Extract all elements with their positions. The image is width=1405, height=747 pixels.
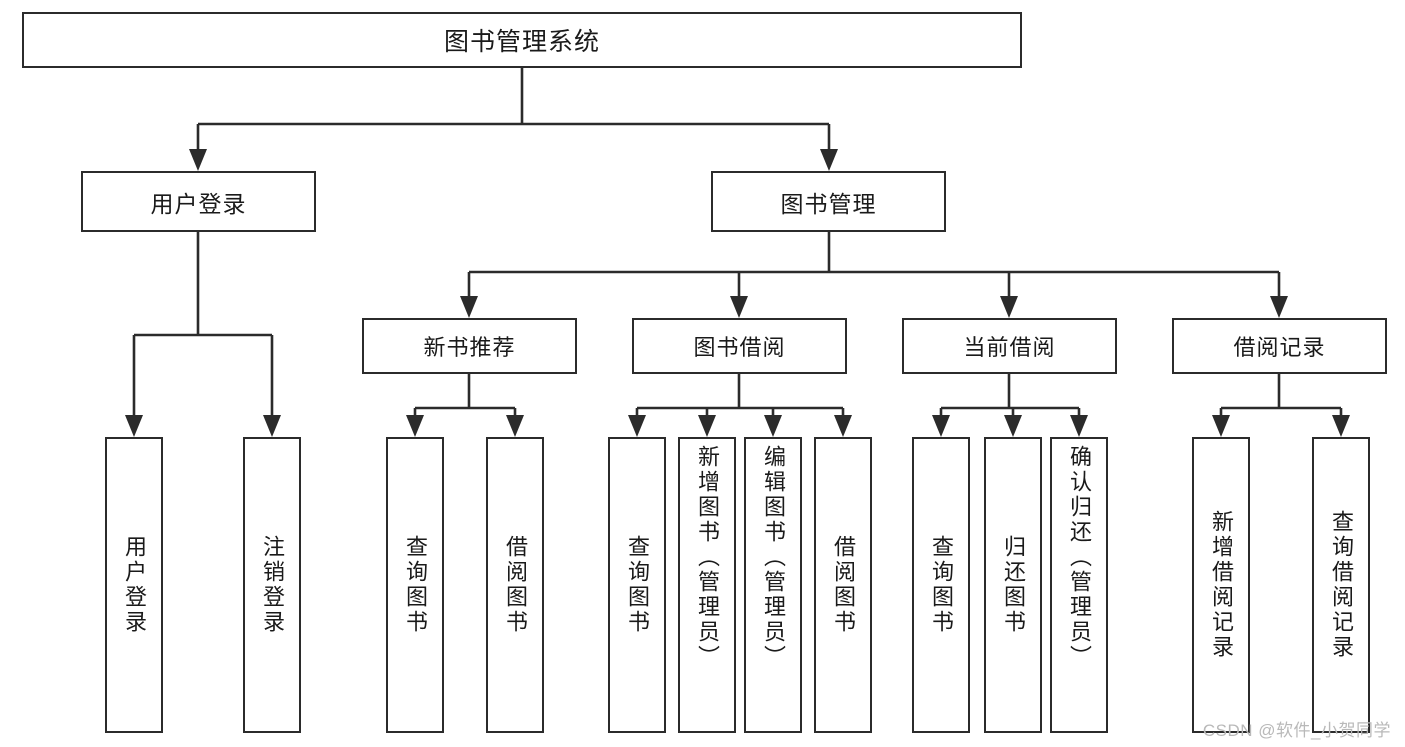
node-borrow-record-label: 借阅记录 (1233, 335, 1326, 360)
node-leaf-logout-login[interactable]: 注销登录 (243, 437, 301, 733)
arrowhead-borrow-record (1270, 296, 1288, 318)
arrowhead-leaf-add-book-admin (698, 415, 716, 437)
node-current-borrow-label: 当前借阅 (963, 335, 1056, 360)
node-leaf-return-book-label: 归还图书 (1001, 535, 1026, 635)
node-leaf-borrow-book-1-label: 借阅图书 (503, 535, 528, 635)
node-leaf-borrow-book-2-label: 借阅图书 (831, 535, 856, 635)
node-leaf-query-book-3[interactable]: 查询图书 (912, 437, 970, 733)
node-leaf-query-book-3-label: 查询图书 (929, 535, 954, 635)
arrowhead-current-borrow (1000, 296, 1018, 318)
node-leaf-add-borrow-record[interactable]: 新增借阅记录 (1192, 437, 1250, 733)
node-leaf-return-book[interactable]: 归还图书 (984, 437, 1042, 733)
node-leaf-add-book-admin[interactable]: 新增图书（管理员） (678, 437, 736, 733)
node-leaf-query-borrow-record-label: 查询借阅记录 (1329, 510, 1354, 660)
node-root[interactable]: 图书管理系统 (22, 12, 1022, 68)
node-leaf-user-login[interactable]: 用户登录 (105, 437, 163, 733)
arrowhead-book-borrow (730, 296, 748, 318)
node-leaf-add-borrow-record-label: 新增借阅记录 (1209, 510, 1234, 660)
arrowhead-leaf-query-book-2 (628, 415, 646, 437)
node-leaf-confirm-return-admin-label: 确认归还（管理员） (1067, 445, 1092, 670)
arrowhead-leaf-query-borrow-record (1332, 415, 1350, 437)
arrowhead-leaf-return-book (1004, 415, 1022, 437)
node-root-label: 图书管理系统 (443, 28, 600, 56)
arrowhead-leaf-logout-login (263, 415, 281, 437)
arrowhead-leaf-query-book-3 (932, 415, 950, 437)
arrowhead-leaf-borrow-book-2 (834, 415, 852, 437)
node-leaf-user-login-label: 用户登录 (122, 535, 147, 635)
node-leaf-edit-book-admin-label: 编辑图书（管理员） (761, 445, 786, 670)
node-leaf-query-book-2-label: 查询图书 (625, 535, 650, 635)
node-leaf-query-book-1-label: 查询图书 (403, 535, 428, 635)
node-book-manage[interactable]: 图书管理 (711, 171, 946, 232)
arrowhead-leaf-borrow-book-1 (506, 415, 524, 437)
node-leaf-borrow-book-1[interactable]: 借阅图书 (486, 437, 544, 733)
node-new-book-recommend-label: 新书推荐 (423, 335, 516, 360)
node-book-borrow-label: 图书借阅 (693, 335, 786, 360)
arrowhead-leaf-add-borrow-record (1212, 415, 1230, 437)
arrowhead-new-book-recommend (460, 296, 478, 318)
arrowhead-leaf-confirm-return-admin (1070, 415, 1088, 437)
node-book-manage-label: 图书管理 (780, 190, 877, 217)
node-leaf-query-book-1[interactable]: 查询图书 (386, 437, 444, 733)
node-leaf-add-book-admin-label: 新增图书（管理员） (695, 445, 720, 670)
node-leaf-query-book-2[interactable]: 查询图书 (608, 437, 666, 733)
arrowhead-leaf-query-book-1 (406, 415, 424, 437)
node-leaf-edit-book-admin[interactable]: 编辑图书（管理员） (744, 437, 802, 733)
node-leaf-borrow-book-2[interactable]: 借阅图书 (814, 437, 872, 733)
node-leaf-logout-login-label: 注销登录 (260, 535, 285, 635)
node-new-book-recommend[interactable]: 新书推荐 (362, 318, 577, 374)
arrowhead-leaf-user-login (125, 415, 143, 437)
watermark: CSDN @软件_小贺同学 (1202, 721, 1391, 740)
arrowhead-book-manage (820, 149, 838, 171)
node-leaf-confirm-return-admin[interactable]: 确认归还（管理员） (1050, 437, 1108, 733)
node-book-borrow[interactable]: 图书借阅 (632, 318, 847, 374)
node-user-login-label: 用户登录 (150, 190, 247, 217)
node-borrow-record[interactable]: 借阅记录 (1172, 318, 1387, 374)
node-leaf-query-borrow-record[interactable]: 查询借阅记录 (1312, 437, 1370, 733)
node-current-borrow[interactable]: 当前借阅 (902, 318, 1117, 374)
arrowhead-user-login (189, 149, 207, 171)
node-user-login[interactable]: 用户登录 (81, 171, 316, 232)
arrowhead-leaf-edit-book-admin (764, 415, 782, 437)
